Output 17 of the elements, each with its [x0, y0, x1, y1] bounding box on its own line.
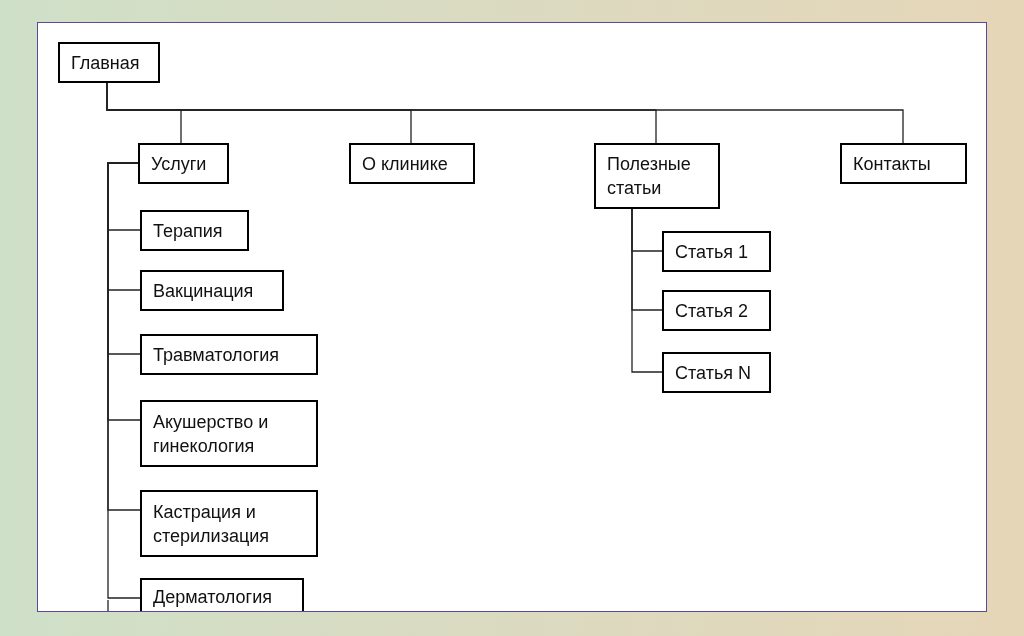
page-box: Контакты [840, 143, 967, 184]
page-box: Полезные статьи [594, 143, 720, 209]
page-box: Статья N [662, 352, 771, 393]
page-box: Услуги [138, 143, 229, 184]
page-box: Дерматология [140, 578, 304, 611]
page-box: Вакцинация [140, 270, 284, 311]
page-box: Акушерство и гинекология [140, 400, 318, 467]
page-box: Статья 2 [662, 290, 771, 331]
connector-line [106, 82, 904, 144]
page-box: Главная [58, 42, 160, 83]
page-box: Статья 1 [662, 231, 771, 272]
page-box: О клинике [349, 143, 475, 184]
page-box: Травматология [140, 334, 318, 375]
connector-line [107, 162, 141, 599]
connector-line [631, 208, 663, 373]
page-box: Кастрация и стерилизация [140, 490, 318, 557]
page-box: Терапия [140, 210, 249, 251]
